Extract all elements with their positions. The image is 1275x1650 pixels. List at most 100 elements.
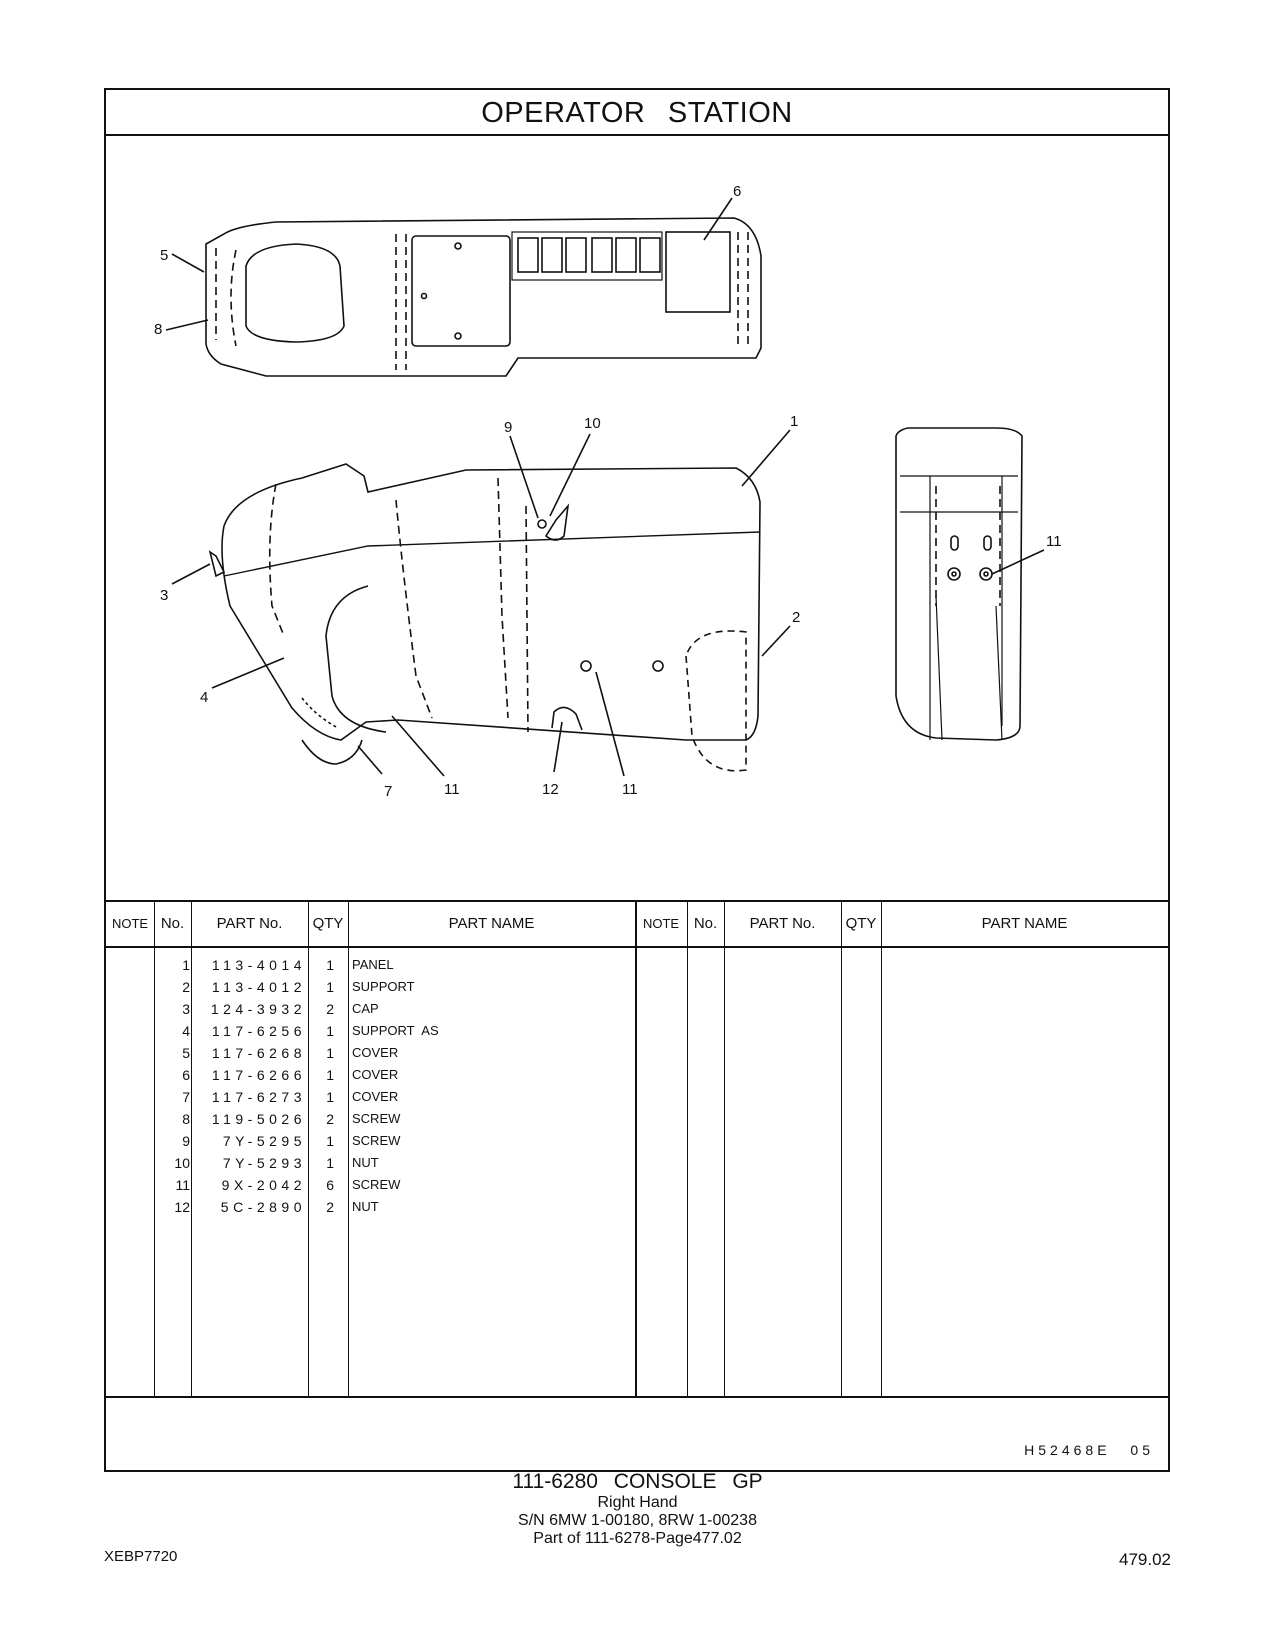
table-row: 11 9X-2042 6 SCREW [106, 1174, 636, 1196]
part-name: SUPPORT [352, 979, 415, 994]
callout-labels: 6 5 8 9 10 1 11 3 2 4 7 11 12 11 [154, 183, 1062, 800]
part-name: PANEL [352, 957, 394, 972]
page-title: OPERATOR STATION [106, 90, 1168, 136]
console-illustration: 6 5 8 9 10 1 11 3 2 4 7 11 12 11 [154, 183, 1062, 800]
part-number: 124-3932 [210, 1001, 306, 1017]
callout-label: 6 [733, 183, 741, 200]
table-row: 8 119-5026 2 SCREW [106, 1108, 636, 1130]
table-row: 2 113-4012 1 SUPPORT [106, 976, 636, 998]
parts-table: NOTE No. PART No. QTY PART NAME NOTE No.… [106, 900, 1168, 1396]
illustration-code: H52468E 05 [1024, 1442, 1154, 1458]
callout-label: 5 [160, 247, 168, 264]
callout-label: 12 [542, 781, 559, 798]
header-part-name-right: PART NAME [981, 915, 1068, 932]
quantity: 1 [326, 979, 334, 995]
part-number: 5C-2890 [220, 1199, 306, 1215]
parts-page-frame: OPERATOR STATION [104, 88, 1170, 1472]
part-number: 7Y-5295 [222, 1133, 306, 1149]
quantity: 1 [326, 1023, 334, 1039]
header-qty: QTY [312, 915, 344, 932]
end-view-outline [895, 427, 1023, 741]
header-qty-right: QTY [845, 915, 877, 932]
group-subtitle: Right Hand [597, 1494, 678, 1511]
part-name: SUPPORT AS [352, 1023, 439, 1038]
table-row: 4 117-6256 1 SUPPORT AS [106, 1020, 636, 1042]
quantity: 1 [326, 1067, 334, 1083]
header-no: No. [160, 915, 185, 932]
header-part-name: PART NAME [448, 915, 535, 932]
side-console-outline [221, 463, 761, 741]
callout-label: 11 [444, 781, 460, 798]
side-bottom-cover [301, 739, 363, 765]
header-no-right: No. [693, 915, 718, 932]
header-note-right: NOTE [642, 916, 680, 931]
part-name: SCREW [352, 1133, 401, 1148]
top-console-plate [411, 235, 511, 347]
callout-label: 4 [200, 689, 208, 706]
callout-label: 7 [384, 783, 392, 800]
table-row: 7 117-6273 1 COVER [106, 1086, 636, 1108]
side-support-inner [325, 585, 387, 733]
table-row: 1 113-4014 1 PANEL [106, 954, 636, 976]
side-console-bracket [551, 706, 583, 731]
page-number: 479.02 [1119, 1550, 1171, 1569]
item-number: 6 [182, 1067, 190, 1083]
callout-label: 10 [584, 415, 601, 432]
item-number: 5 [182, 1045, 190, 1061]
callout-label: 2 [792, 609, 800, 626]
table-row: 9 7Y-5295 1 SCREW [106, 1130, 636, 1152]
item-number: 7 [182, 1089, 190, 1105]
parent-reference: Part of 111-6278-Page477.02 [533, 1530, 742, 1547]
top-console-cover [665, 231, 731, 313]
part-number: 113-4012 [211, 979, 306, 995]
callout-label: 3 [160, 587, 168, 604]
part-number: 117-6268 [211, 1045, 306, 1061]
part-name: SCREW [352, 1177, 401, 1192]
quantity: 2 [326, 1001, 334, 1017]
quantity: 1 [326, 1155, 334, 1171]
table-row: 5 117-6268 1 COVER [106, 1042, 636, 1064]
quantity: 1 [326, 1045, 334, 1061]
quantity: 2 [326, 1199, 334, 1215]
part-number: 117-6256 [211, 1023, 306, 1039]
quantity: 1 [326, 1133, 334, 1149]
exploded-view-drawing: 6 5 8 9 10 1 11 3 2 4 7 11 12 11 [106, 136, 1168, 900]
item-number: 12 [174, 1199, 190, 1215]
item-number: 11 [175, 1177, 190, 1193]
part-name: COVER [352, 1067, 399, 1082]
table-row: 3 124-3932 2 CAP [106, 998, 636, 1020]
callout-label: 9 [504, 419, 512, 436]
item-number: 1 [182, 957, 190, 973]
item-number: 4 [182, 1023, 190, 1039]
quantity: 1 [326, 957, 334, 973]
item-number: 10 [174, 1155, 190, 1171]
top-console-opening [245, 243, 345, 343]
callout-label: 11 [1046, 533, 1062, 550]
item-number: 8 [182, 1111, 190, 1127]
part-number: 7Y-5293 [222, 1155, 306, 1171]
table-row: 10 7Y-5293 1 NUT [106, 1152, 636, 1174]
part-name: COVER [352, 1045, 399, 1060]
top-console-outline [205, 217, 762, 377]
group-title: 111-6280 CONSOLE GP [512, 1470, 763, 1493]
part-name: COVER [352, 1089, 399, 1104]
illustration-footer: H52468E 05 [106, 1396, 1168, 1472]
table-row: 6 117-6266 1 COVER [106, 1064, 636, 1086]
part-number: 117-6266 [211, 1067, 306, 1083]
item-number: 2 [182, 979, 190, 995]
callout-label: 8 [154, 321, 162, 338]
table-row: 12 5C-2890 2 NUT [106, 1196, 636, 1218]
part-name: CAP [352, 1001, 379, 1016]
callout-label: 11 [622, 781, 638, 798]
document-code: XEBP7720 [104, 1548, 178, 1565]
part-number: 9X-2042 [221, 1177, 306, 1193]
callout-label: 1 [790, 413, 798, 430]
part-name: NUT [352, 1155, 379, 1170]
part-name: NUT [352, 1199, 379, 1214]
part-number: 119-5026 [211, 1111, 306, 1127]
header-note: NOTE [111, 916, 149, 931]
serial-numbers: S/N 6MW 1-00180, 8RW 1-00238 [518, 1512, 757, 1529]
item-number: 3 [182, 1001, 190, 1017]
quantity: 1 [326, 1089, 334, 1105]
part-number: 113-4014 [211, 957, 306, 973]
